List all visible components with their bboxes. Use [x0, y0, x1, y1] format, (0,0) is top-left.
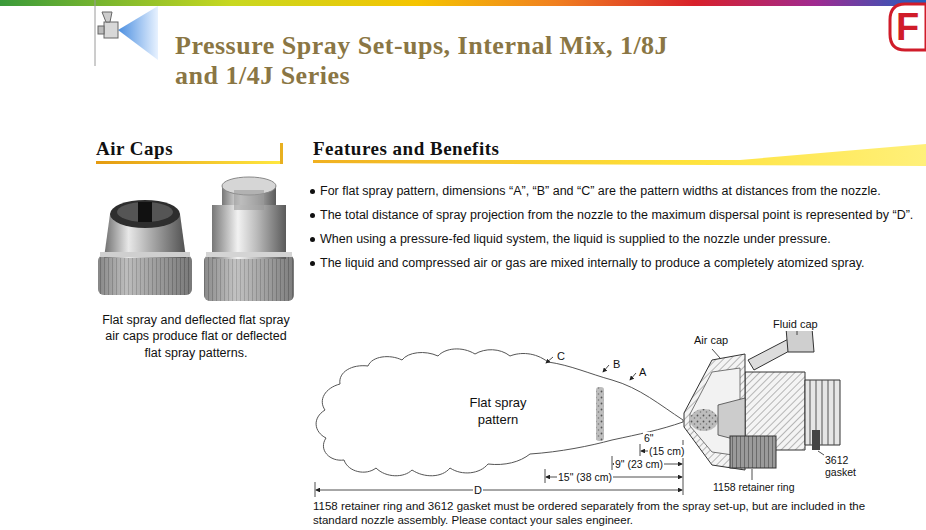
flat-spray-air-cap — [98, 200, 192, 295]
dimension-label: (15 cm) — [648, 445, 686, 458]
dimension-line — [316, 490, 480, 491]
deflected-flat-spray-air-cap — [234, 190, 264, 210]
feature-text: When using a pressure-fed liquid system,… — [320, 231, 916, 248]
deflected-flat-spray-air-cap — [204, 255, 294, 301]
deflected-flat-spray-air-cap — [212, 205, 286, 259]
dimension-label: 6" — [643, 432, 655, 445]
nozzle-icon — [95, 0, 158, 66]
leader-line — [752, 469, 753, 480]
flat-spray-air-cap — [117, 202, 173, 222]
section-heading: Features and Benefits — [313, 138, 499, 161]
deflected-flat-spray-air-cap — [204, 177, 294, 301]
leader-line — [603, 365, 609, 372]
dimension-label: D — [473, 484, 483, 497]
bullet-dot — [310, 237, 315, 242]
flat-spray-air-cap — [98, 255, 192, 295]
flat-spray-air-cap — [100, 252, 190, 257]
nozzle-assembly — [730, 436, 776, 468]
flat-spray-air-cap — [98, 255, 192, 295]
bullet-item: The liquid and compressed air or gas are… — [310, 255, 916, 272]
nozzle-assembly — [805, 380, 840, 445]
bullet-dot — [310, 189, 315, 194]
deflected-flat-spray-air-cap — [204, 255, 294, 301]
width-marker: A — [638, 366, 647, 379]
deflected-flat-spray-air-cap — [206, 252, 292, 257]
dimension-line — [640, 444, 641, 456]
feature-text: For flat spray pattern, dimensions “A”, … — [320, 183, 916, 200]
part-label: 1158 retainer ring — [712, 481, 796, 494]
bullet-item: The total distance of spray projection f… — [310, 207, 916, 224]
feature-text: The liquid and compressed air or gas are… — [320, 255, 916, 272]
bullet-dot — [310, 261, 315, 266]
leader-line — [630, 373, 636, 380]
top-color-bar — [0, 0, 926, 6]
flat-spray-air-cap — [110, 200, 180, 228]
nozzle-icon — [104, 22, 118, 38]
dimension-line — [315, 482, 316, 497]
dimension-label: 15" (38 cm) — [557, 471, 613, 484]
dimension-line — [612, 456, 613, 470]
feature-text: The total distance of spray projection f… — [320, 207, 916, 224]
leader-line — [818, 451, 824, 455]
bullet-item: For flat spray pattern, dimensions “A”, … — [310, 183, 916, 200]
nozzle-icon — [95, 0, 96, 66]
flat-spray-air-cap — [138, 202, 152, 222]
dimension-line — [480, 490, 682, 491]
nozzle-icon — [98, 26, 104, 34]
dimension-line — [545, 469, 546, 483]
dimension-line — [315, 440, 683, 497]
section-heading: Air Caps — [96, 138, 173, 161]
nozzle-assembly — [718, 398, 745, 442]
bullet-item: When using a pressure-fed liquid system,… — [310, 231, 916, 248]
spray-cloud — [316, 349, 683, 476]
section-tab-letter: F — [896, 5, 919, 51]
pattern-label: Flat spray pattern — [462, 395, 534, 429]
part-label: 3612 gasket — [825, 454, 869, 478]
spray-section — [596, 387, 604, 441]
width-marker: C — [556, 350, 566, 363]
nozzle-assembly — [690, 409, 718, 431]
leader-line — [546, 328, 824, 480]
part-label: Air cap — [693, 334, 729, 347]
nozzle-assembly — [812, 430, 820, 450]
width-marker: B — [612, 358, 621, 371]
heading-rule — [96, 161, 282, 164]
figure-caption: Flat spray and deflected flat spray air … — [98, 312, 294, 361]
leader-line — [546, 357, 553, 363]
heading-rule — [280, 143, 283, 164]
nozzle-assembly — [684, 328, 840, 470]
section-tab — [890, 4, 926, 50]
page-title: Pressure Spray Set-ups, Internal Mix, 1/… — [175, 31, 695, 91]
nozzle-icon — [118, 6, 158, 60]
leader-line — [712, 349, 720, 358]
bullet-dot — [310, 213, 315, 218]
part-label: Fluid cap — [772, 318, 819, 331]
footnote: 1158 retainer ring and 3612 gasket must … — [313, 499, 913, 528]
dimension-label: 9" (23 cm) — [614, 458, 664, 471]
nozzle-assembly — [786, 328, 814, 352]
nozzle-icon — [102, 12, 112, 22]
